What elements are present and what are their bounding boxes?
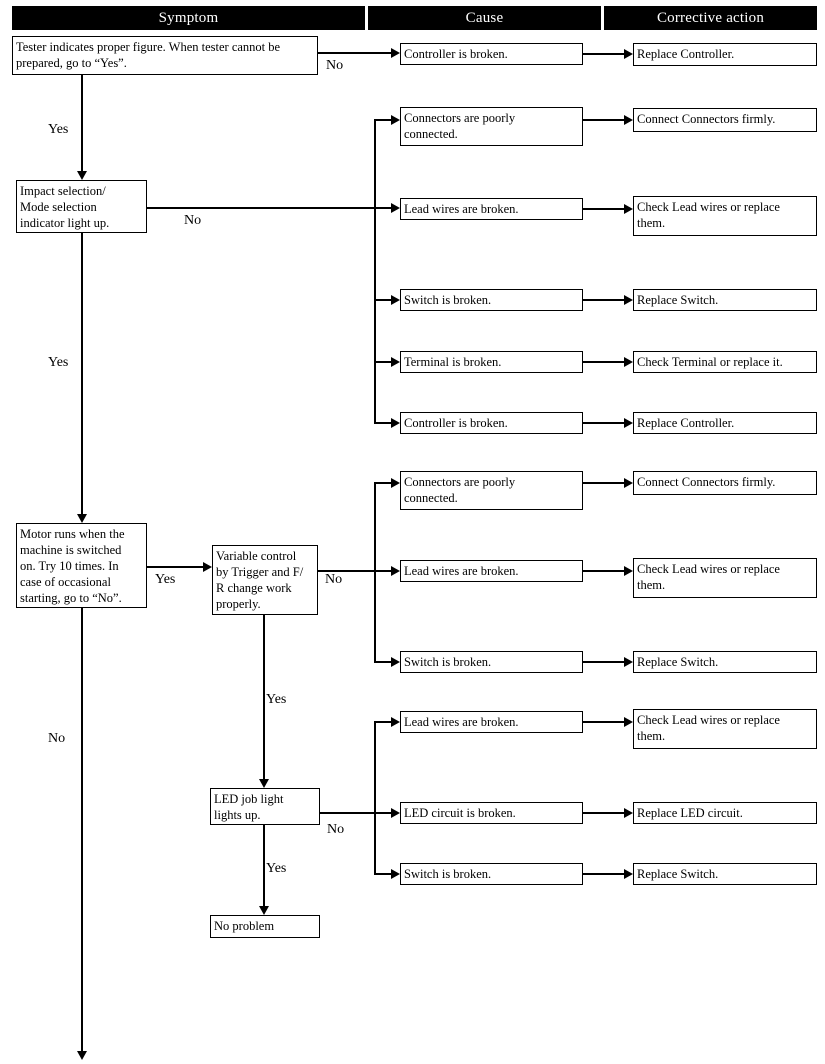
flow-line-motor-no-exit xyxy=(77,608,87,1060)
branch-trunk-impact xyxy=(374,119,376,424)
arrow-cause-action-r3c xyxy=(583,657,633,667)
cause-box-connectors-poor-1: Connectors are poorly connected. xyxy=(400,107,583,146)
arrow-cause-action-r3a xyxy=(583,478,633,488)
arrow-stub-switch-2 xyxy=(374,657,400,667)
arrow-cause-action-r1 xyxy=(583,49,633,59)
arrow-cause-action-r4b xyxy=(583,808,633,818)
flow-line-variable-to-led xyxy=(259,615,269,788)
action-box-check-lead-wires-1: Check Lead wires or replace them. xyxy=(633,196,817,236)
arrow-stub-switch-1 xyxy=(374,295,400,305)
cause-box-switch-broken-1: Switch is broken. xyxy=(400,289,583,311)
symptom-box-motor: Motor runs when the machine is switched … xyxy=(16,523,147,608)
branch-trunk-variable xyxy=(374,482,376,663)
cause-box-connectors-poor-2: Connectors are poorly connected. xyxy=(400,471,583,510)
header-cause: Cause xyxy=(368,6,601,30)
arrow-led-no-to-led-circuit xyxy=(320,808,400,818)
action-box-check-lead-wires-2: Check Lead wires or replace them. xyxy=(633,558,817,598)
label-no-led: No xyxy=(327,822,345,837)
label-no-variable: No xyxy=(325,572,343,587)
arrow-cause-action-r2c xyxy=(583,295,633,305)
action-box-replace-switch-2: Replace Switch. xyxy=(633,651,817,673)
label-no-motor: No xyxy=(48,731,66,746)
cause-box-lead-wires-1: Lead wires are broken. xyxy=(400,198,583,220)
decision-box-variable-control: Variable control by Trigger and F/ R cha… xyxy=(212,545,318,615)
branch-trunk-led xyxy=(374,721,376,875)
label-yes-tester: Yes xyxy=(48,122,69,137)
cause-box-lead-wires-3: Lead wires are broken. xyxy=(400,711,583,733)
header-symptom: Symptom xyxy=(12,6,365,30)
label-yes-motor: Yes xyxy=(155,572,176,587)
action-box-check-lead-wires-3: Check Lead wires or replace them. xyxy=(633,709,817,749)
arrow-stub-lead-wires-3 xyxy=(374,717,400,727)
action-box-replace-controller-1: Replace Controller. xyxy=(633,43,817,66)
cause-box-led-circuit: LED circuit is broken. xyxy=(400,802,583,824)
symptom-box-tester: Tester indicates proper figure. When tes… xyxy=(12,36,318,75)
label-yes-variable: Yes xyxy=(266,692,287,707)
arrow-stub-controller-2 xyxy=(374,418,400,428)
header-corrective-action: Corrective action xyxy=(604,6,817,30)
arrow-cause-action-r2e xyxy=(583,418,633,428)
terminal-box-no-problem: No problem xyxy=(210,915,320,938)
cause-box-terminal-broken: Terminal is broken. xyxy=(400,351,583,373)
label-yes-led: Yes xyxy=(266,861,287,876)
cause-box-controller-broken-2: Controller is broken. xyxy=(400,412,583,434)
arrow-cause-action-r3b xyxy=(583,566,633,576)
action-box-connect-connectors-2: Connect Connectors firmly. xyxy=(633,471,817,495)
arrow-impact-no-to-lead-wires xyxy=(147,203,400,213)
action-box-replace-switch-3: Replace Switch. xyxy=(633,863,817,885)
flow-line-impact-to-motor xyxy=(77,233,87,523)
symptom-box-impact: Impact selection/ Mode selection indicat… xyxy=(16,180,147,233)
label-yes-impact: Yes xyxy=(48,355,69,370)
cause-box-switch-broken-3: Switch is broken. xyxy=(400,863,583,885)
arrow-cause-action-r4a xyxy=(583,717,633,727)
label-no-tester: No xyxy=(326,58,344,73)
action-box-replace-led-circuit: Replace LED circuit. xyxy=(633,802,817,824)
action-box-check-terminal: Check Terminal or replace it. xyxy=(633,351,817,373)
arrow-stub-connectors-2 xyxy=(374,478,400,488)
arrow-stub-terminal xyxy=(374,357,400,367)
cause-box-controller-broken-1: Controller is broken. xyxy=(400,43,583,65)
cause-box-switch-broken-2: Switch is broken. xyxy=(400,651,583,673)
arrow-cause-action-r2a xyxy=(583,115,633,125)
decision-box-led-light: LED job light lights up. xyxy=(210,788,320,825)
flow-line-led-to-no-problem xyxy=(259,825,269,915)
action-box-connect-connectors-1: Connect Connectors firmly. xyxy=(633,108,817,132)
arrow-stub-connectors-1 xyxy=(374,115,400,125)
arrow-cause-action-r2d xyxy=(583,357,633,367)
arrow-cause-action-r4c xyxy=(583,869,633,879)
arrow-variable-no-to-lead-wires xyxy=(318,566,400,576)
cause-box-lead-wires-2: Lead wires are broken. xyxy=(400,560,583,582)
label-no-impact: No xyxy=(184,213,202,228)
arrow-motor-yes-to-variable xyxy=(147,562,212,572)
arrow-cause-action-r2b xyxy=(583,204,633,214)
arrow-tester-no-to-controller xyxy=(318,48,400,58)
arrow-stub-switch-3 xyxy=(374,869,400,879)
action-box-replace-controller-2: Replace Controller. xyxy=(633,412,817,434)
flow-line-tester-to-impact xyxy=(77,75,87,180)
action-box-replace-switch-1: Replace Switch. xyxy=(633,289,817,311)
